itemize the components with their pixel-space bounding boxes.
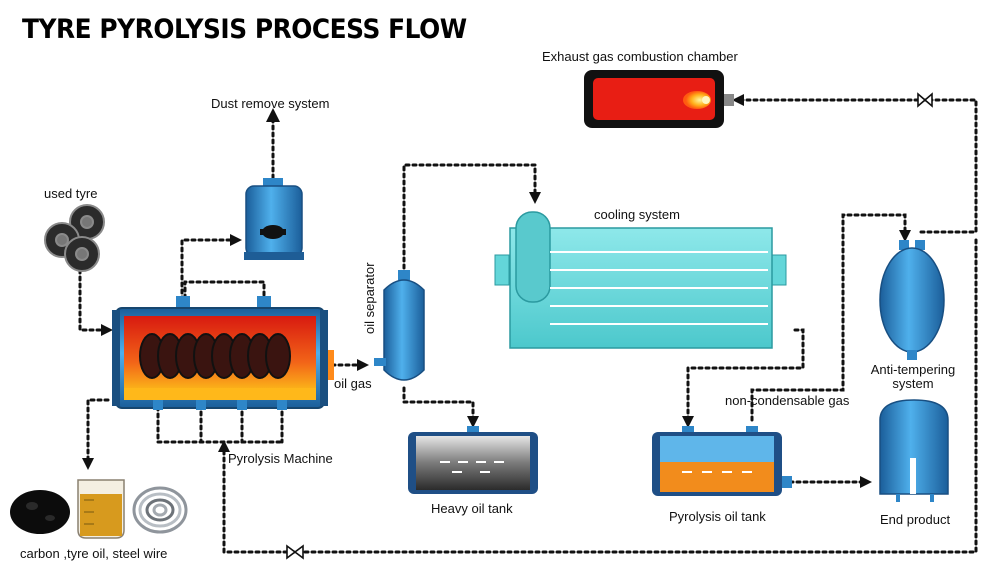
flow-cooler-to-oiltank [686,328,805,422]
flow-separator-up [402,163,537,277]
cooling-system [494,211,787,349]
arrow-end-product-icon [860,476,872,488]
arrow-cooler-in-icon [529,192,541,204]
tyre-icon [69,204,105,240]
arrow-exhaust-in-icon [732,94,744,106]
pyrolysis-oil-tank [652,426,792,496]
flow-separator-down [402,386,475,420]
flow-output-down [86,398,110,462]
anti-tempering-vessel [879,240,945,360]
arrow-to-dust-icon [230,234,242,246]
label-heavy-oil-tank: Heavy oil tank [431,501,513,516]
arrow-oil-gas-icon [357,359,369,371]
oil-separator [374,270,425,381]
pyrolysis-machine [112,296,334,410]
arrow-oiltank-in-icon [682,416,694,428]
arrow-return-up-icon [218,440,230,452]
label-end-product: End product [880,512,951,527]
carbon-icon [10,490,70,534]
label-pyrolysis-oil-tank: Pyrolysis oil tank [669,509,766,524]
heavy-oil-tank [408,426,538,494]
tyre-icon-row [139,333,291,379]
exhaust-chamber [584,70,734,128]
label-dust-remove: Dust remove system [211,96,330,111]
label-used-tyre: used tyre [44,186,98,201]
label-anti-tempering: Anti-tempering system [870,362,956,391]
arrow-output-down-icon [82,458,94,470]
burner-legs [153,400,287,410]
flow-noncondensable [750,213,907,422]
arrow-anti-in-icon [899,230,911,242]
end-product-vessel [879,399,949,502]
flow-machine-to-dust [180,238,234,302]
label-outputs: carbon ,tyre oil, steel wire [20,546,168,561]
flow-return [222,238,978,554]
oil-beaker-icon [77,479,125,539]
flow-machine-top-loop [183,280,266,300]
flow-tyre-in [78,268,106,332]
label-pyrolysis-machine: Pyrolysis Machine [228,451,333,466]
valve-icon [286,544,304,560]
label-exhaust-chamber: Exhaust gas combustion chamber [542,49,738,64]
arrowheads [82,94,911,488]
page-title: TYRE PYROLYSIS PROCESS FLOW [22,14,467,45]
label-non-condensable: non-condensable gas [725,393,850,408]
label-cooling-system: cooling system [594,207,680,222]
label-oil-separator: oil separator [362,262,377,334]
dust-remove-vessel [244,178,304,260]
flow-anti-to-exhaust [738,98,978,234]
arrow-tyre-in-icon [101,324,113,336]
arrow-dust-icon [266,108,280,122]
tyre-icon [64,236,100,272]
steel-wire-icon [132,486,188,534]
arrow-heavy-tank-icon [467,416,479,428]
valve-icon [917,92,933,108]
label-oil-gas: oil gas [334,376,372,391]
tyre-icon-stack [44,204,105,272]
flame-icon [683,91,711,109]
flow-lines [78,98,978,554]
